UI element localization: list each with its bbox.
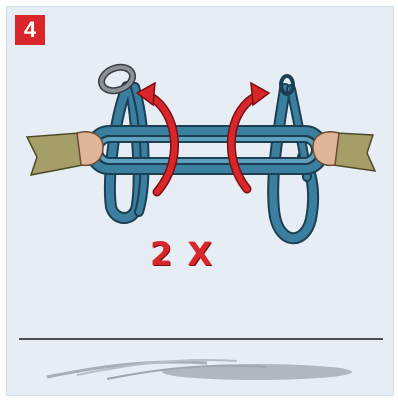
horizontal-sling-wraps [91, 131, 323, 169]
left-sling-loop [110, 87, 145, 218]
left-arm [27, 132, 103, 175]
sling-wrapping-illustration [7, 7, 393, 395]
illustration-panel: 4 [6, 6, 394, 396]
ground-shadow [47, 360, 352, 380]
repeat-count-label: 2 X [150, 235, 214, 273]
